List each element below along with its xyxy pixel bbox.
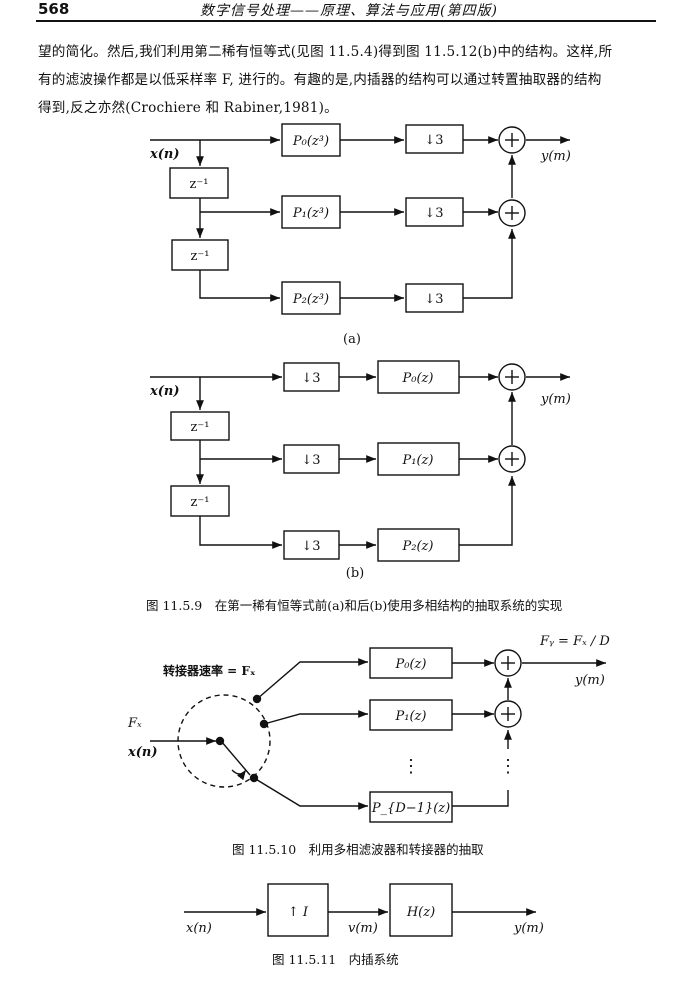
delay-label: z⁻¹ [191,420,210,435]
paragraph-line: 得到,反之亦然(Crochiere 和 Rabiner,1981)。 [38,100,338,116]
downsample-label: ↓3 [424,206,443,221]
delay-box [170,485,230,517]
filter-box [281,281,341,315]
delay-label: z⁻¹ [191,249,210,264]
filter-box [389,883,453,937]
input-rate-label: Fₓ [127,716,142,731]
filter-box [369,791,453,823]
output-label: y(m) [540,149,571,164]
subfigure-label: (b) [346,566,364,581]
filter-label: H(z) [406,905,435,920]
upsample-label: ↑ I [288,905,309,920]
intermediate-label: v(m) [348,921,378,936]
filter-label: P₁(z³) [292,206,329,221]
downsampler-box [405,283,464,313]
body-paragraph: 望的简化。然后,我们利用第二稀有恒等式(见图 11.5.4)得到图 11.5.1… [38,38,658,122]
input-label: x(n) [149,147,180,162]
rate-label: 转接器速率 = Fₓ [163,663,256,678]
output-rate-label: Fᵧ = Fₓ / D [539,634,610,649]
commutator-contacts [215,694,269,783]
filter-label: P₁(z) [395,709,427,724]
input-label: x(n) [127,745,158,760]
input-label: x(n) [149,384,180,399]
filter-label: P₀(z) [402,371,434,386]
filter-label: P₁(z) [402,453,434,468]
filter-label: P₀(z³) [292,134,329,149]
filter-box [377,528,460,562]
figure-caption: 图 11.5.9 在第一稀有恒等式前(a)和后(b)使用多相结构的抽取系统的实现 [146,598,563,613]
downsampler-box [283,362,340,392]
output-label: y(m) [540,392,571,407]
downsampler-box [405,197,464,227]
output-label: y(m) [574,673,605,688]
filter-box [377,442,460,476]
filter-box [369,699,453,731]
contact-dot [249,773,259,783]
paragraph-line: 望的简化。然后,我们利用第二稀有恒等式(见图 11.5.4)得到图 11.5.1… [38,44,613,60]
figure-b [150,360,570,562]
adder [498,126,526,154]
downsampler-box [283,530,340,560]
vertical-dots: ⋮ [402,756,420,777]
downsample-label: ↓3 [301,539,320,554]
figure-interpolator [184,883,536,937]
filter-label: P₂(z³) [292,292,329,307]
vertical-dots: ⋮ [499,756,517,777]
book-title: 数字信号处理——原理、算法与应用(第四版) [200,3,498,19]
figure-a [150,123,570,315]
downsampler-box [405,124,464,154]
delay-box [170,411,230,441]
contact-dot [252,694,262,704]
delay-label: z⁻¹ [190,177,209,192]
delay-label: z⁻¹ [191,495,210,510]
contact-dot [259,719,269,729]
adder [494,700,522,728]
pivot-dot [215,736,225,746]
subfigure-label: (a) [343,332,361,347]
filter-box [281,123,341,157]
adder [498,363,526,391]
filter-box [377,360,460,394]
header-rule [36,20,656,22]
delay-box [171,239,229,271]
downsample-label: ↓3 [424,292,443,307]
output-label: y(m) [513,921,544,936]
adder [498,199,526,227]
downsampler-box [283,444,340,474]
downsample-label: ↓3 [301,371,320,386]
filter-label: P₂(z) [402,539,434,554]
paragraph-line: 有的滤波操作都是以低采样率 F, 进行的。有趣的是,内插器的结构可以通过转置抽取… [38,72,602,88]
downsample-label: ↓3 [424,133,443,148]
figure-commutator [150,647,606,823]
delay-box [169,167,229,199]
upsampler-box [267,883,329,937]
input-label: x(n) [186,921,212,936]
adder [494,649,522,677]
page-number: 568 [38,0,70,18]
filter-label: P₀(z) [395,657,427,672]
figure-caption: 图 11.5.10 利用多相滤波器和转接器的抽取 [232,842,484,857]
filter-box [281,195,341,229]
figure-caption: 图 11.5.11 内插系统 [272,952,399,967]
adder [498,445,526,473]
downsample-label: ↓3 [301,453,320,468]
filter-label: P_{D−1}(z) [371,801,450,816]
